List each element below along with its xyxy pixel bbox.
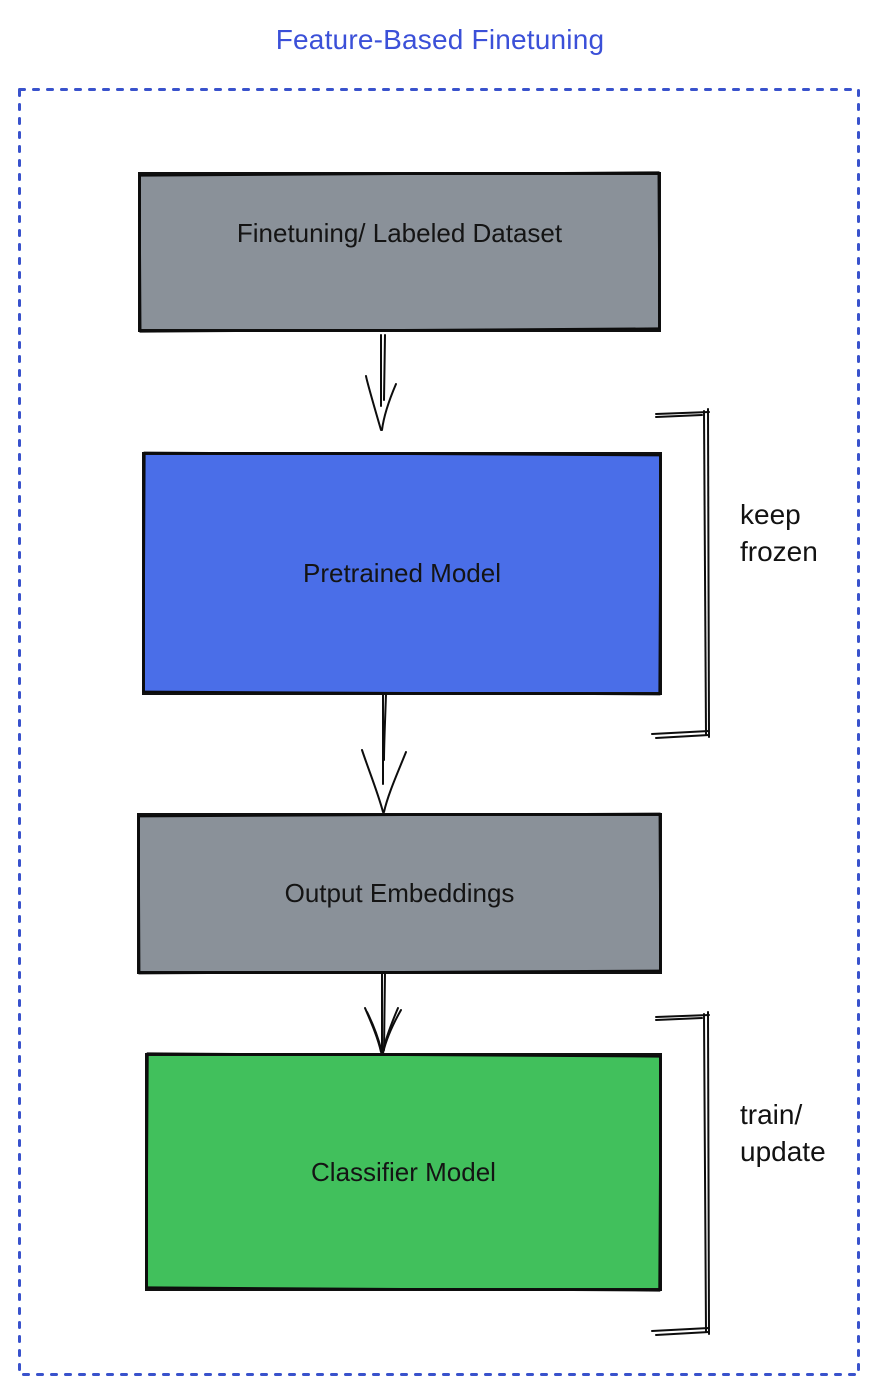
node-output-embeddings: Output Embeddings — [137, 813, 662, 974]
node-label: Output Embeddings — [284, 878, 515, 908]
arrow-down-icon — [365, 334, 397, 431]
node-label: Finetuning/ Labeled Dataset — [236, 217, 563, 248]
annotation-line: keep — [740, 499, 801, 530]
diagram-title: Feature-Based Finetuning — [275, 24, 605, 55]
annotation-train-update: train/ update — [740, 1096, 826, 1170]
node-classifier-model: Classifier Model — [145, 1053, 662, 1291]
annotation-line: update — [740, 1136, 826, 1167]
node-finetuning-dataset: Finetuning/ Labeled Dataset — [138, 172, 661, 332]
annotation-line: frozen — [740, 536, 818, 567]
node-label: Classifier Model — [311, 1156, 496, 1187]
arrow-down-icon — [361, 694, 407, 813]
keep-frozen-bracket-icon — [651, 408, 710, 739]
node-label: Pretrained Model — [303, 558, 501, 588]
annotation-line: train/ — [740, 1099, 803, 1130]
train-update-bracket-icon — [651, 1011, 710, 1336]
annotation-keep-frozen: keep frozen — [740, 496, 818, 570]
arrow-down-icon — [364, 972, 402, 1054]
node-pretrained-model: Pretrained Model — [142, 452, 662, 695]
